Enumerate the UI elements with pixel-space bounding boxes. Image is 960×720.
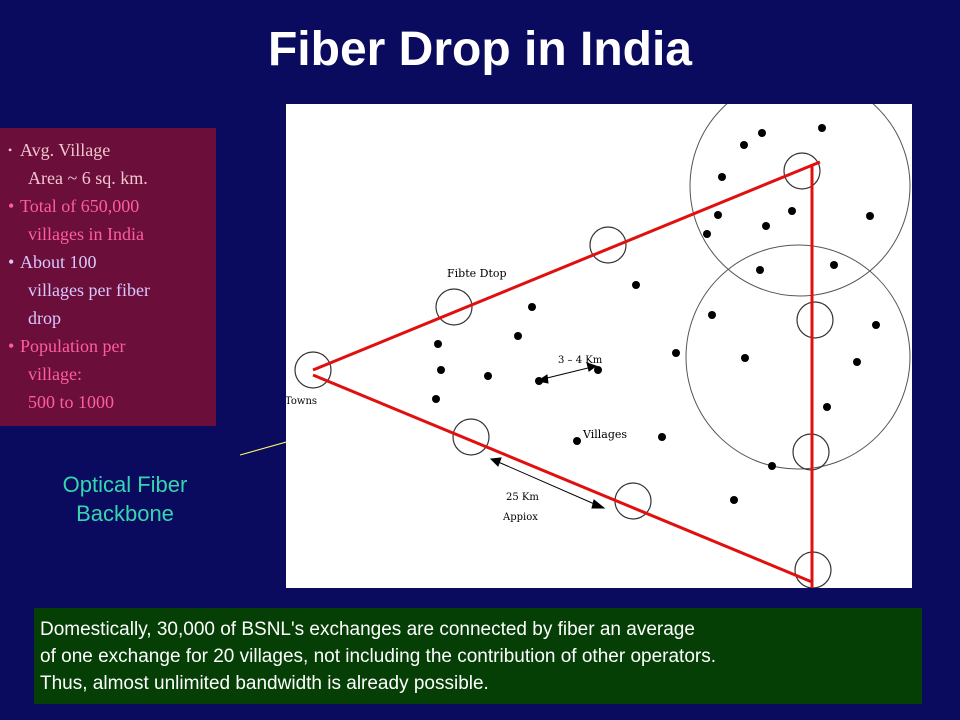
village-dot: [718, 173, 726, 181]
arrow-line: [542, 366, 593, 380]
fact-line: Population per: [20, 336, 126, 356]
fact-line: villages per fiber: [28, 280, 150, 300]
arrow-line: [495, 460, 600, 507]
village-dot: [703, 230, 711, 238]
label-distance-short: 3 – 4 Km: [558, 355, 603, 366]
village-dot: [758, 129, 766, 137]
fibre-drop-circle: [435, 288, 473, 326]
facts-panel: • Avg. Village Area ~ 6 sq. km. • Total …: [0, 128, 216, 426]
village-dot: [708, 311, 716, 319]
fact-villages-per-drop: • About 100 villages per fiber drop: [8, 248, 212, 332]
town-circle: [294, 351, 332, 389]
label-distance-long: Appiox: [502, 512, 538, 523]
village-dot: [514, 332, 522, 340]
distance-arrow-long: [489, 457, 606, 509]
backbone-label: Optical Fiber Backbone: [40, 470, 210, 528]
note-line: of one exchange for 20 villages, not inc…: [40, 646, 716, 667]
village-dot: [756, 266, 764, 274]
village-dot: [741, 354, 749, 362]
arrowhead: [591, 499, 606, 509]
village-dot: [872, 321, 880, 329]
bullet-icon: •: [8, 143, 13, 157]
summary-note: Domestically, 30,000 of BSNL's exchanges…: [34, 608, 922, 704]
label-distance-long: 25 Km: [506, 492, 539, 503]
coverage-circle-lower: [685, 244, 911, 470]
slide-title: Fiber Drop in India: [267, 23, 692, 76]
village-dot: [432, 395, 440, 403]
village-dot: [740, 141, 748, 149]
note-line: Thus, almost unlimited bandwidth is alre…: [40, 673, 489, 694]
village-dot: [818, 124, 826, 132]
fact-line: villages in India: [28, 224, 144, 244]
village-dot: [830, 261, 838, 269]
fact-line: About 100: [20, 252, 97, 272]
label-villages: Villages: [582, 428, 627, 441]
village-dot: [594, 366, 602, 374]
village-dot: [658, 433, 666, 441]
fact-village-area: • Avg. Village Area ~ 6 sq. km.: [8, 136, 212, 192]
arrowhead: [586, 362, 598, 372]
fact-line: drop: [28, 308, 61, 328]
fibre-drop-circle: [783, 152, 821, 190]
fibre-drop-circle: [796, 301, 834, 339]
bullet-icon: •: [8, 196, 15, 216]
bullet-icon: •: [8, 336, 15, 356]
arrowhead: [536, 374, 549, 384]
fact-population: • Population per village: 500 to 1000: [8, 332, 212, 416]
village-dot: [632, 281, 640, 289]
note-line: Domestically, 30,000 of BSNL's exchanges…: [40, 619, 695, 640]
backbone-edge: [312, 160, 821, 372]
village-dot: [730, 496, 738, 504]
backbone-edge: [312, 373, 813, 584]
village-dot: [762, 222, 770, 230]
village-dot: [434, 340, 442, 348]
fact-line: 500 to 1000: [28, 392, 115, 412]
village-dot: [768, 462, 776, 470]
arrowhead: [489, 457, 502, 467]
fact-line: Avg. Village: [20, 140, 111, 160]
village-dot: [437, 366, 445, 374]
fiber-drop-diagram: Fibte Dtop Towns 3 – 4 Km Villages 25 Km…: [286, 104, 912, 588]
backbone-label-line: Backbone: [76, 501, 174, 526]
village-dot: [528, 303, 536, 311]
backbone-triangle: [312, 160, 821, 588]
coverage-circle-upper: [689, 104, 911, 297]
fibre-drop-circle: [452, 418, 490, 456]
fibre-drop-circle: [589, 226, 627, 264]
village-dot: [573, 437, 581, 445]
village-dot: [823, 403, 831, 411]
fact-line: Area ~ 6 sq. km.: [28, 168, 148, 188]
backbone-label-line: Optical Fiber: [62, 472, 188, 497]
village-dot: [853, 358, 861, 366]
fact-line: Total of 650,000: [20, 196, 140, 216]
fact-total-villages: • Total of 650,000 villages in India: [8, 192, 212, 248]
village-dot: [484, 372, 492, 380]
fact-line: village:: [28, 364, 82, 384]
label-towns: Towns: [286, 396, 317, 407]
village-dot: [714, 211, 722, 219]
distance-arrow-short: [536, 362, 598, 384]
village-dot: [788, 207, 796, 215]
label-fibre-drop: Fibte Dtop: [447, 267, 507, 280]
village-dot: [672, 349, 680, 357]
bullet-icon: •: [8, 252, 15, 272]
village-dot: [866, 212, 874, 220]
